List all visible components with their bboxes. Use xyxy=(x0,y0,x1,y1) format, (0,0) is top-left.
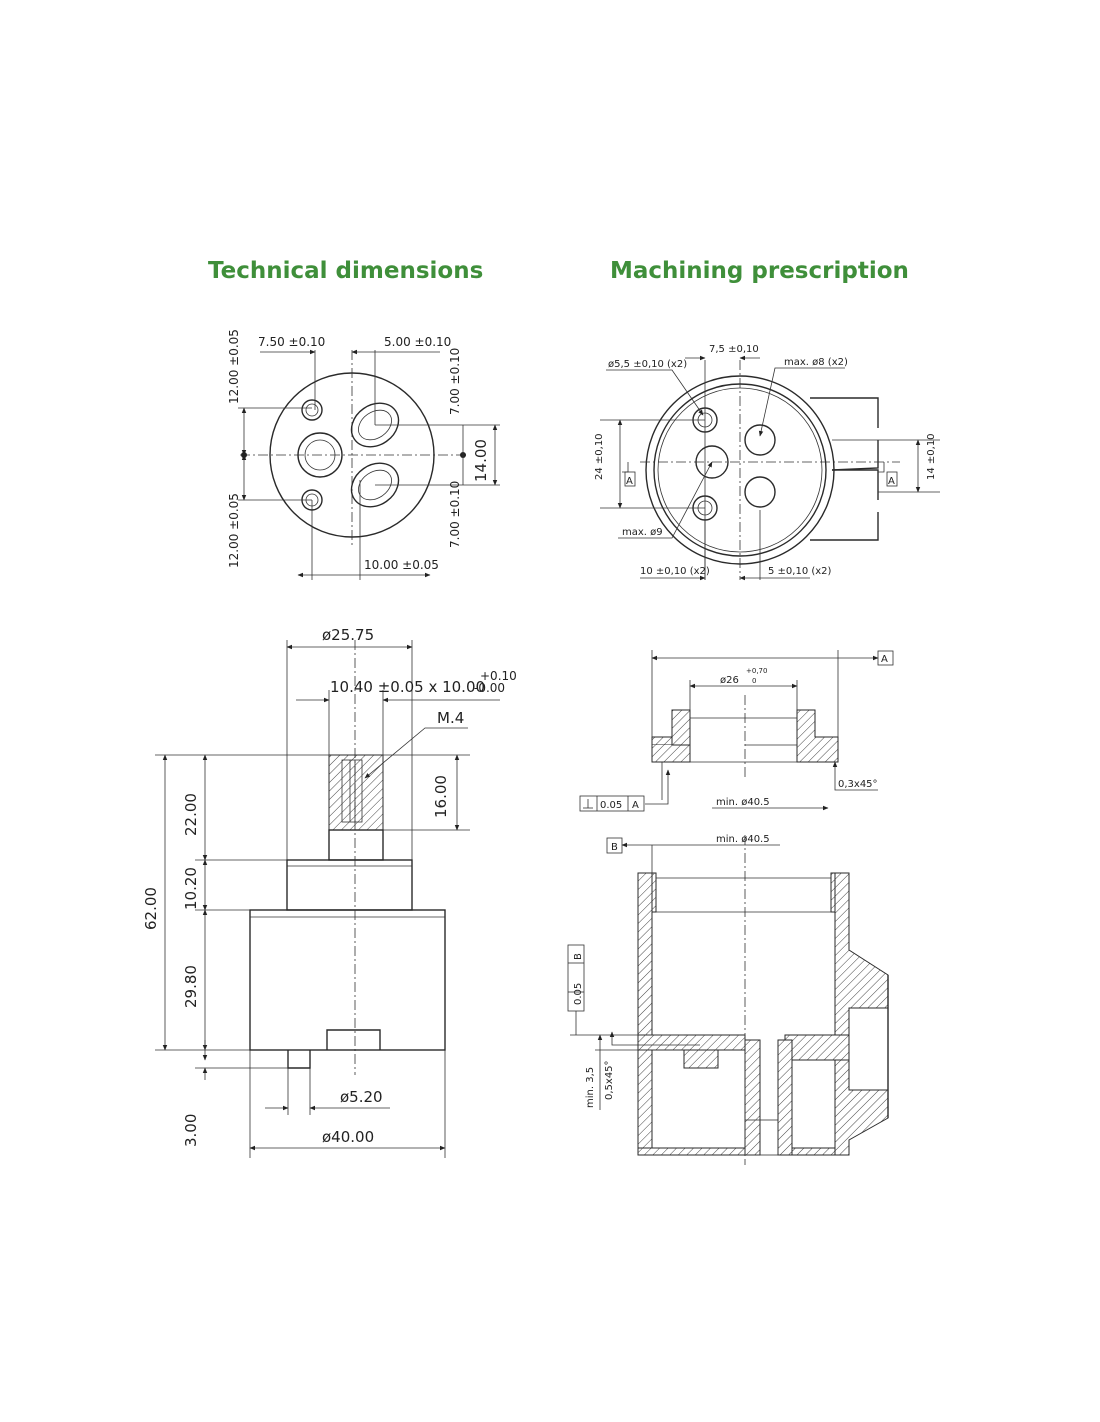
dim-3-00: 3.00 xyxy=(182,1114,200,1147)
pin-hole-top xyxy=(301,399,323,421)
dim-7-50: 7.50 ±0.10 xyxy=(258,335,325,349)
tech-top-view xyxy=(238,349,500,580)
dim-7-00-top: 7.00 ±0.10 xyxy=(448,348,462,415)
perp-tol-value-a: 0.05 xyxy=(600,800,622,811)
dim-7-00-bottom: 7.00 ±0.10 xyxy=(448,481,462,548)
mach-dim-14: 14 ±0,10 xyxy=(926,433,937,480)
dim-12-00-top: 12.00 ±0.05 xyxy=(227,329,241,404)
dim-29-80: 29.80 xyxy=(182,965,200,1008)
mach-dim-24: 24 ±0,10 xyxy=(594,433,605,480)
perp-tol-ref-a: A xyxy=(632,800,639,811)
dim-22-00: 22.00 xyxy=(182,793,200,836)
mach-min-40-5-mid: min. ø40.5 xyxy=(716,797,770,808)
dim-62-00: 62.00 xyxy=(142,887,160,930)
dim-dia-40-00: ø40.00 xyxy=(322,1128,374,1146)
datum-a-right: A xyxy=(888,476,895,487)
dim-12-00-bottom: 12.00 ±0.05 xyxy=(227,493,241,568)
dim-slot: 10.40 ±0.05 x 10.00 xyxy=(330,678,485,696)
perp-tol-value-b: 0.05 xyxy=(573,983,584,1005)
outlet-hole xyxy=(297,432,343,478)
dim-10-00: 10.00 ±0.05 xyxy=(364,558,439,572)
inlet-oval-bottom xyxy=(350,462,400,508)
dim-5-00: 5.00 ±0.10 xyxy=(384,335,451,349)
perp-tol-ref-b: B xyxy=(573,953,584,960)
mach-dia-26-tol-up: +0,70 xyxy=(746,667,767,675)
mach-dim-5: 5 ±0,10 (x2) xyxy=(768,566,832,577)
mach-chamfer-0-5: 0,5x45° xyxy=(604,1060,615,1100)
dim-dia-5-20: ø5.20 xyxy=(340,1088,383,1106)
heading-machining-prescription: Machining prescription xyxy=(610,258,909,284)
mach-mid-section xyxy=(579,650,894,812)
mach-top-view xyxy=(600,355,940,581)
inlet-oval-top xyxy=(350,402,400,448)
dim-slot-tol-up: +0.10 xyxy=(480,669,517,683)
tech-side-view xyxy=(155,640,500,1158)
mach-chamfer-0-3: 0,3x45° xyxy=(838,779,878,790)
mach-max-9: max. ø9 xyxy=(622,527,663,538)
stem-section xyxy=(328,754,384,831)
mach-dia-26: ø26 xyxy=(720,675,739,686)
mach-max-8: max. ø8 (x2) xyxy=(784,357,848,368)
mach-min-40-5-bottom: min. ø40.5 xyxy=(716,834,770,845)
mach-dim-7-5: 7,5 ±0,10 xyxy=(709,344,759,355)
thread-m4: M.4 xyxy=(437,709,464,727)
heading-technical-dimensions: Technical dimensions xyxy=(208,258,484,284)
dim-dia-25-75: ø25.75 xyxy=(322,626,374,644)
datum-b-ref: B xyxy=(611,842,618,853)
datum-a-ref: A xyxy=(881,654,888,665)
mach-bottom-section xyxy=(567,835,889,1165)
mach-dim-10: 10 ±0,10 (x2) xyxy=(640,566,710,577)
dim-10-20: 10.20 xyxy=(182,867,200,910)
mach-hole-5-5: ø5,5 ±0,10 (x2) xyxy=(608,359,687,370)
mach-dia-26-tol-down: 0 xyxy=(752,677,756,685)
mach-min-3-5: min. 3,5 xyxy=(585,1067,596,1108)
datum-a-left: A xyxy=(626,476,633,487)
dim-16-00: 16.00 xyxy=(432,775,450,818)
neck xyxy=(286,859,413,911)
dim-slot-tol-down: -0.00 xyxy=(474,681,505,695)
body xyxy=(249,909,446,1051)
dim-14-00: 14.00 xyxy=(472,439,490,482)
